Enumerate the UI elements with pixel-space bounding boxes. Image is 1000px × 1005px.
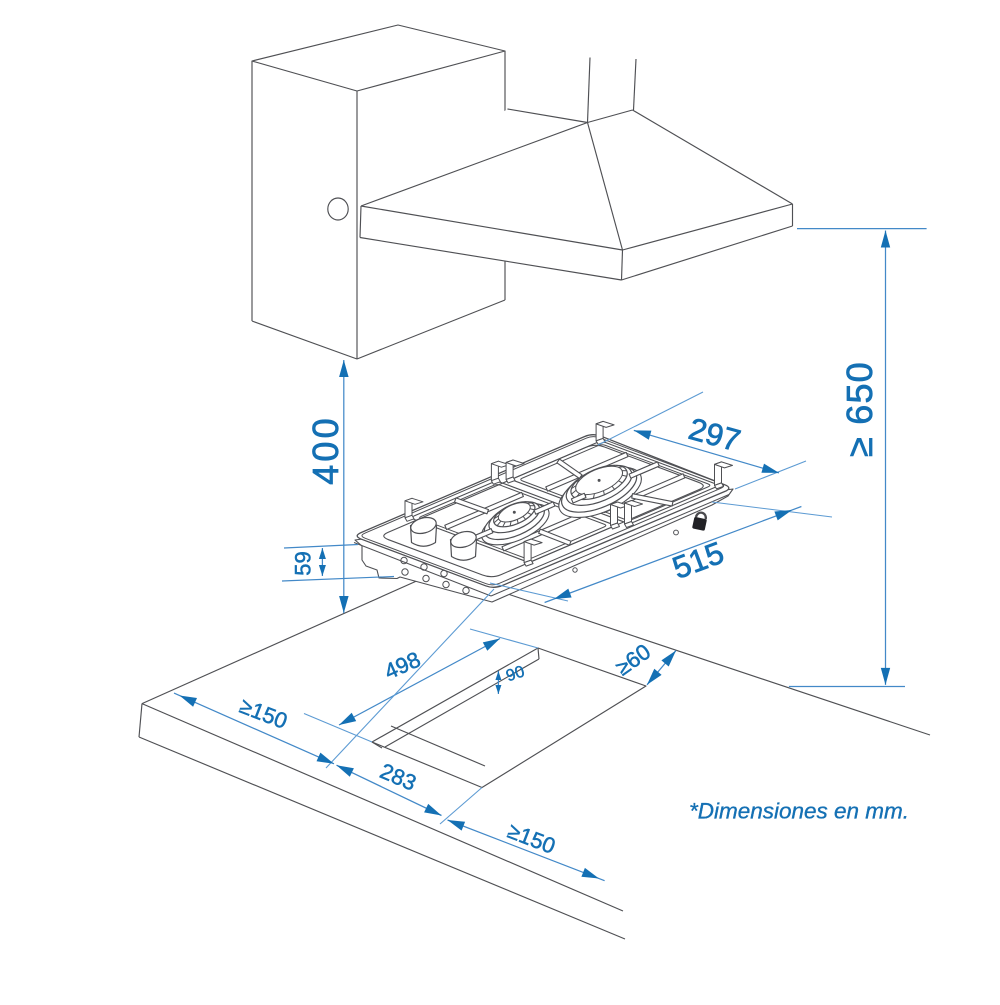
svg-text:59: 59 <box>291 551 316 575</box>
svg-text:≥ 650: ≥ 650 <box>839 361 880 457</box>
svg-text:400: 400 <box>305 415 346 485</box>
svg-text:*Dimensiones en mm.: *Dimensiones en mm. <box>689 798 909 823</box>
